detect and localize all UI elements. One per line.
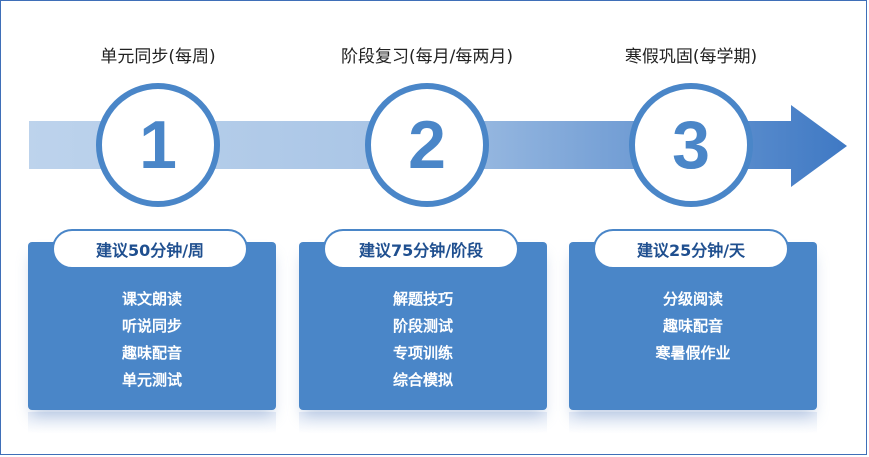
card-3-reflection bbox=[569, 412, 817, 434]
stage-3-recommendation: 建议25分钟/天 bbox=[593, 229, 789, 269]
card-2-reflection bbox=[299, 412, 547, 434]
stage-1-title: 单元同步(每周) bbox=[100, 47, 216, 67]
stage-3-circle: 3 bbox=[629, 83, 753, 207]
stage-3-item: 趣味配音 bbox=[662, 317, 723, 335]
stage-2-card: 建议75分钟/阶段 解题技巧 阶段测试 专项训练 综合模拟 bbox=[299, 229, 547, 410]
stage-1-item: 听说同步 bbox=[121, 317, 182, 335]
stage-1-item: 课文朗读 bbox=[121, 290, 182, 308]
stage-3-number: 3 bbox=[672, 107, 710, 183]
stage-1-recommendation: 建议50分钟/周 bbox=[52, 229, 248, 269]
stage-1-card: 建议50分钟/周 课文朗读 听说同步 趣味配音 单元测试 bbox=[28, 229, 276, 410]
stage-3-item: 分级阅读 bbox=[662, 290, 723, 308]
stage-1-item: 单元测试 bbox=[121, 371, 182, 389]
stage-3-card: 建议25分钟/天 分级阅读 趣味配音 寒暑假作业 bbox=[569, 229, 817, 410]
stage-2-number: 2 bbox=[408, 107, 446, 183]
stage-2-item: 解题技巧 bbox=[392, 290, 453, 308]
stage-2-title: 阶段复习(每月/每两月) bbox=[341, 47, 513, 67]
stage-1-items: 课文朗读 听说同步 趣味配音 单元测试 bbox=[28, 286, 276, 394]
stage-2-item: 专项训练 bbox=[392, 344, 453, 362]
stage-3-title: 寒假巩固(每学期) bbox=[624, 47, 758, 67]
card-1-reflection bbox=[28, 412, 276, 434]
stage-1-circle: 1 bbox=[96, 83, 220, 207]
stage-2-circle: 2 bbox=[365, 83, 489, 207]
stage-1-item: 趣味配音 bbox=[121, 344, 182, 362]
stage-3-items: 分级阅读 趣味配音 寒暑假作业 bbox=[569, 286, 817, 367]
stage-2-items: 解题技巧 阶段测试 专项训练 综合模拟 bbox=[299, 286, 547, 394]
stage-1-number: 1 bbox=[139, 107, 177, 183]
stage-2-item: 阶段测试 bbox=[392, 317, 453, 335]
stage-2-recommendation: 建议75分钟/阶段 bbox=[323, 229, 519, 269]
stage-2-item: 综合模拟 bbox=[392, 371, 453, 389]
stage-3-item: 寒暑假作业 bbox=[655, 344, 731, 362]
